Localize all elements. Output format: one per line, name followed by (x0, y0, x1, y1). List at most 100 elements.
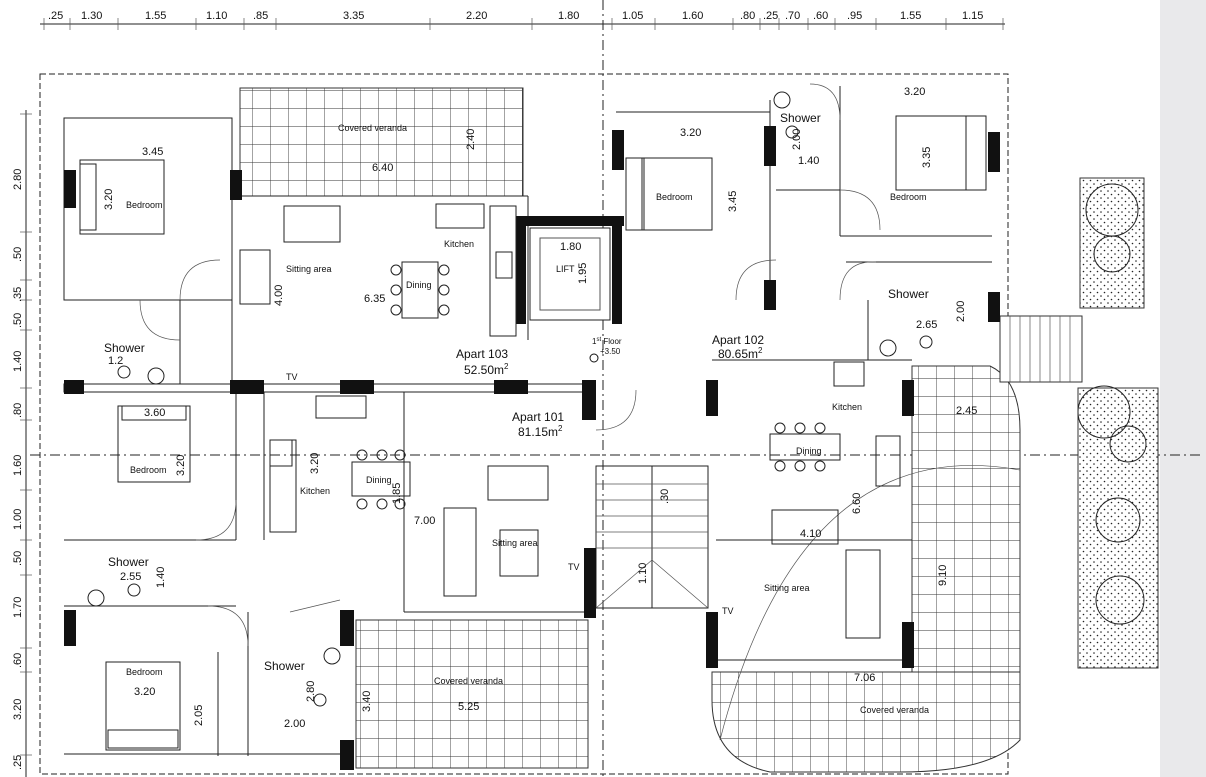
top-dimension-line (40, 18, 1005, 30)
dim-shower-w-w: 2.55 (120, 571, 141, 583)
dim-sitting-103: 4.00 (273, 285, 285, 306)
top-dim-9: 1.60 (682, 10, 703, 22)
planter-south (1077, 387, 1159, 669)
kitchen-102-label: Kitchen (832, 402, 862, 412)
room-labels: Covered veranda Covered veranda Covered … (126, 123, 929, 715)
dim-shower-s-h: 2.80 (305, 681, 317, 702)
shower-s-label: Shower (264, 659, 305, 673)
covered-veranda-southeast (711, 671, 1021, 773)
dim-dining-101: 1.85 (391, 483, 403, 504)
floor-level: +3.50 (600, 347, 621, 356)
dim-veranda-s-h: 3.40 (361, 691, 373, 712)
veranda-south-label: Covered veranda (434, 676, 503, 686)
dining-102-label: Dining (796, 446, 822, 456)
dim-bed-ne-w: 3.20 (904, 86, 925, 98)
shower-103-label: Shower (104, 341, 145, 355)
apt-101-area: 81.15m2 (518, 424, 563, 439)
dim-shower-w-h: 1.40 (155, 567, 167, 588)
table-101 (351, 461, 411, 497)
dim-bed-w-h: 3.20 (175, 455, 187, 476)
top-dim-4: .85 (253, 10, 268, 22)
top-dim-7: 1.80 (558, 10, 579, 22)
dim-bed-w-w: 3.60 (144, 407, 165, 419)
interior-partitions (63, 86, 992, 756)
shower-n-label: Shower (780, 111, 821, 125)
shower-e-label: Shower (888, 287, 929, 301)
dim-bed-n-w: 3.20 (680, 127, 701, 139)
lift-label: LIFT (556, 264, 575, 274)
top-dim-6: 2.20 (466, 10, 487, 22)
top-dim-11: .25 (763, 10, 778, 22)
bedroom-w-label: Bedroom (130, 465, 167, 475)
dim-lift-h: 1.95 (577, 263, 589, 284)
shower-labels: Shower Shower Shower Shower Shower (104, 111, 929, 673)
dim-lift-w: 1.80 (560, 241, 581, 253)
covered-veranda-south (355, 619, 589, 769)
dim-shower-e-w: 2.65 (916, 319, 937, 331)
top-dim-1: 1.30 (81, 10, 102, 22)
coffee-table-101 (499, 529, 539, 577)
floor-marker: 1st Floor +3.50 (589, 337, 622, 363)
top-dim-5: 3.35 (343, 10, 364, 22)
left-dim-10: .60 (12, 653, 24, 668)
left-dim-0: 2.80 (12, 169, 24, 190)
shower-w-label: Shower (108, 555, 149, 569)
dim-veranda-se: 7.06 (854, 672, 875, 684)
left-dimension-line (20, 110, 32, 777)
tv-102-label: TV (722, 606, 734, 616)
top-dim-3: 1.10 (206, 10, 227, 22)
left-dim-12: .25 (12, 755, 24, 770)
dim-shower-n-w: 1.40 (798, 155, 819, 167)
left-dim-2: .35 (12, 287, 24, 302)
top-dim-13: .60 (813, 10, 828, 22)
bedroom-nw-label: Bedroom (126, 200, 163, 210)
top-dim-8: 1.05 (622, 10, 643, 22)
veranda-top-label: Covered veranda (338, 123, 407, 133)
planter-north (1079, 177, 1145, 309)
dim-sitting-101: 7.00 (414, 515, 435, 527)
dim-bed-nw-w: 3.45 (142, 146, 163, 158)
bedroom-sw-label: Bedroom (126, 667, 163, 677)
bed-n (641, 157, 713, 231)
dim-veranda-top-h: 2.40 (465, 129, 477, 150)
room-dimension-labels: 6.40 2.40 3.45 3.20 4.00 6.35 1.80 1.95 … (103, 86, 977, 730)
top-dim-0: .25 (48, 10, 63, 22)
sink-103 (435, 203, 485, 229)
hob-102 (833, 361, 865, 387)
dim-kitchen-101: 3.20 (309, 453, 321, 474)
dim-bed-nw-h: 3.20 (103, 189, 115, 210)
top-dim-16: 1.15 (962, 10, 983, 22)
kitchen-101-label: Kitchen (300, 486, 330, 496)
sofa-103 (283, 205, 341, 243)
left-dim-3: .50 (12, 313, 24, 328)
dining-101-label: Dining (366, 475, 392, 485)
lift-shaft (516, 216, 624, 324)
floor-label: 1st Floor (592, 337, 622, 346)
sofa-long-101 (443, 507, 477, 597)
tree-icons (1077, 183, 1147, 625)
sitting-101-label: Sitting area (492, 538, 538, 548)
structural-columns (64, 126, 1000, 770)
sofa-101 (487, 465, 549, 501)
sink-102 (875, 435, 901, 487)
apt-102-name: Apart 102 (712, 333, 764, 347)
kitchen-103-label: Kitchen (444, 239, 474, 249)
top-dim-2: 1.55 (145, 10, 166, 22)
left-dim-7: 1.00 (12, 509, 24, 530)
left-dim-5: .80 (12, 403, 24, 418)
dim-shower-s-w: 2.00 (284, 718, 305, 730)
door-swings (139, 83, 881, 647)
apartment-labels: Apart 103 52.50m2 Apart 101 81.15m2 Apar… (456, 333, 764, 439)
bed-ne (895, 115, 987, 191)
left-dim-11: 3.20 (12, 699, 24, 720)
left-dimensions: 2.80 .50 .35 .50 1.40 .80 1.60 1.00 .50 … (12, 169, 24, 770)
apt-101-name: Apart 101 (512, 410, 564, 424)
sofa-long-102 (845, 549, 881, 639)
sanitary-fixtures (87, 91, 933, 707)
sink-101 (315, 395, 367, 419)
dim-veranda-e-w: 2.45 (956, 405, 977, 417)
dim-veranda-s-w: 5.25 (458, 701, 479, 713)
table-102 (769, 433, 841, 461)
furniture (79, 115, 987, 751)
